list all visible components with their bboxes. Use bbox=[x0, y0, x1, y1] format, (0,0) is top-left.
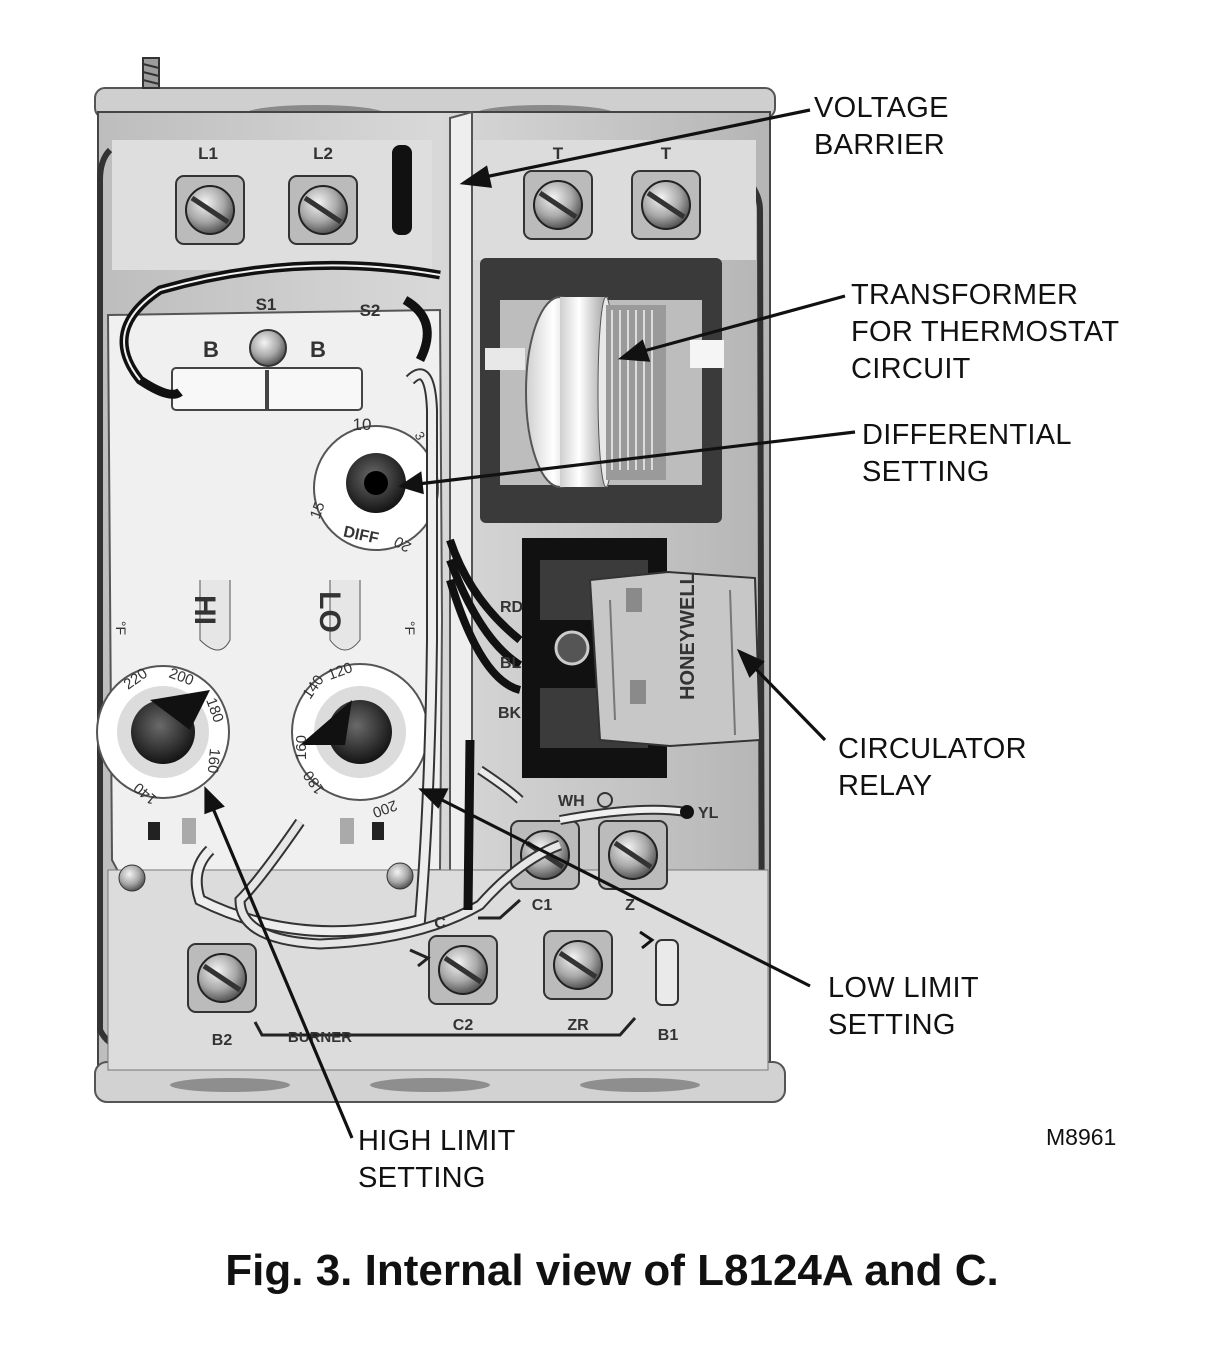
lo-label: LO bbox=[313, 591, 346, 633]
wh-terminal-ring bbox=[597, 792, 613, 808]
callout-line: VOLTAGE bbox=[814, 92, 949, 124]
burner-label: BURNER bbox=[288, 1029, 352, 1046]
high-limit-arrow bbox=[204, 786, 354, 1139]
fuse-label-b-left: B bbox=[203, 337, 219, 362]
callout-line: CIRCULATOR bbox=[838, 733, 1027, 765]
fuse-label-b-right: B bbox=[310, 337, 326, 362]
wire-label-rd: RD bbox=[500, 599, 523, 616]
callout-line: FOR THERMOSTAT bbox=[851, 316, 1120, 348]
switch-label-s1: S1 bbox=[256, 295, 277, 314]
terminal-label-c2: C2 bbox=[453, 1017, 474, 1034]
wire-label-bk: BK bbox=[498, 705, 522, 722]
hi-tick-160: 160 bbox=[204, 748, 223, 774]
diff-tick-20: 20 bbox=[391, 532, 414, 555]
callout-line: SETTING bbox=[862, 456, 990, 488]
terminal-label-t2: T bbox=[661, 144, 672, 163]
b1-terminal-block bbox=[655, 939, 679, 1006]
terminal-label-c1: C1 bbox=[532, 897, 553, 914]
terminal-label-b2: B2 bbox=[212, 1032, 233, 1049]
terminal-screw bbox=[428, 935, 498, 1005]
callout-voltage-barrier: VOLTAGE BARRIER bbox=[814, 90, 949, 164]
terminal-screw bbox=[543, 930, 613, 1000]
callout-line: RELAY bbox=[838, 770, 933, 802]
switch-label-s2: S2 bbox=[360, 301, 381, 320]
callout-line: TRANSFORMER bbox=[851, 279, 1079, 311]
terminal-screw bbox=[523, 170, 593, 240]
terminal-screw bbox=[631, 170, 701, 240]
differential-arrow bbox=[398, 430, 856, 495]
wiring bbox=[119, 260, 694, 1037]
callout-line: LOW LIMIT bbox=[828, 972, 979, 1004]
transformer-arrow bbox=[617, 294, 846, 362]
terminal-label-l1: L1 bbox=[198, 144, 218, 163]
callout-line: SETTING bbox=[828, 1009, 956, 1041]
terminal-board-top bbox=[112, 110, 756, 1058]
callout-line: HIGH LIMIT bbox=[358, 1125, 516, 1157]
terminal-screw bbox=[288, 175, 358, 245]
circulator-relay-arrow bbox=[736, 648, 827, 742]
terminal-label-t1: T bbox=[553, 144, 564, 163]
figure-caption: Fig. 3. Internal view of L8124A and C. bbox=[225, 1246, 999, 1295]
callout-line: SETTING bbox=[358, 1162, 486, 1194]
circulator-relay: HONEYWELL bbox=[522, 538, 762, 778]
lo-degf-label: °F bbox=[402, 621, 418, 635]
terminal-screw bbox=[598, 820, 668, 890]
relay-brand-label: HONEYWELL bbox=[677, 572, 699, 700]
callout-low-limit: LOW LIMIT SETTING bbox=[828, 970, 979, 1044]
voltage-barrier-arrow bbox=[459, 108, 811, 188]
transformer bbox=[480, 258, 724, 523]
wire-label-yl: YL bbox=[698, 805, 719, 822]
callout-line: CIRCUIT bbox=[851, 353, 971, 385]
terminal-screw bbox=[187, 943, 257, 1013]
wire-label-wh: WH bbox=[558, 793, 585, 810]
callout-line: DIFFERENTIAL bbox=[862, 419, 1072, 451]
hi-label: HI bbox=[188, 595, 221, 625]
terminal-screws bbox=[175, 170, 701, 1013]
figure-id: M8961 bbox=[1046, 1124, 1117, 1150]
terminal-label-zr: ZR bbox=[567, 1017, 589, 1034]
diff-tick-10: 10 bbox=[353, 415, 372, 434]
lo-tick-160: 160 bbox=[293, 735, 310, 760]
terminal-screw bbox=[175, 175, 245, 245]
high-limit-dial bbox=[96, 665, 230, 799]
callout-arrows bbox=[204, 108, 856, 1139]
terminal-label-c: C bbox=[434, 915, 446, 932]
callout-differential: DIFFERENTIAL SETTING bbox=[862, 417, 1072, 491]
callout-line: BARRIER bbox=[814, 129, 946, 161]
low-limit-arrow bbox=[418, 788, 811, 988]
callout-transformer: TRANSFORMER FOR THERMOSTAT CIRCUIT bbox=[851, 277, 1119, 388]
wire-label-bl: BL bbox=[500, 655, 522, 672]
diff-tick-15: 15 bbox=[307, 500, 329, 521]
callout-high-limit: HIGH LIMIT SETTING bbox=[358, 1123, 516, 1197]
terminal-label-l2: L2 bbox=[313, 144, 333, 163]
callout-circulator-relay: CIRCULATOR RELAY bbox=[838, 731, 1027, 805]
terminal-label-b1: B1 bbox=[658, 1027, 679, 1044]
terminal-label-z: Z bbox=[625, 897, 635, 914]
hi-degf-label: °F bbox=[113, 621, 129, 635]
low-limit-dial bbox=[291, 663, 429, 801]
